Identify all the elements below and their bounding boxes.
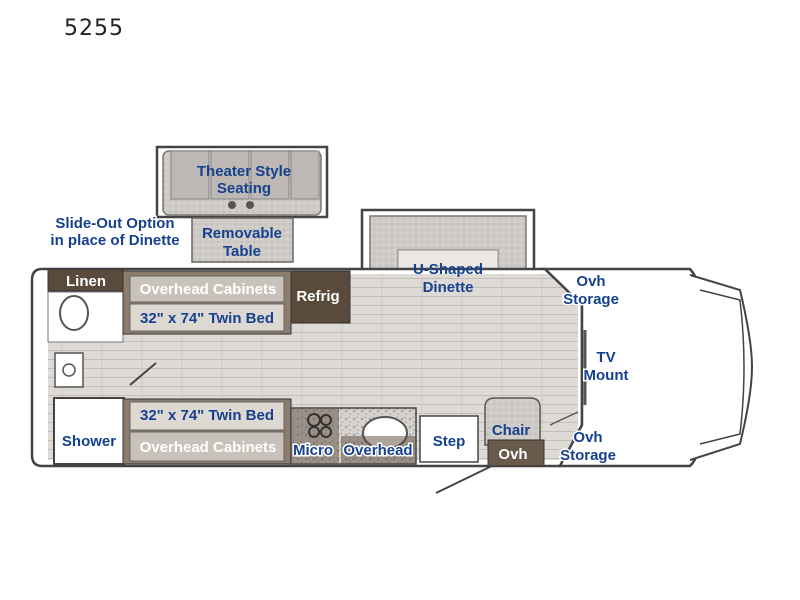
label-overhead-top: Overhead Cabinets: [140, 281, 277, 298]
model-number: 5255: [64, 16, 124, 41]
kitchen: [290, 407, 417, 465]
label-theater-1: Theater Style: [197, 163, 291, 180]
bathroom: [47, 291, 157, 465]
twin-bed-bottom-area: [122, 398, 292, 465]
label-step: Step: [433, 433, 466, 450]
label-ovh-chair: Ovh: [498, 446, 527, 463]
label-overhead-kitchen: Overhead: [343, 442, 412, 459]
refrigerator: [290, 270, 351, 324]
label-tv-1: TV: [596, 349, 615, 366]
label-twin-bed-bottom: 32" x 74" Twin Bed: [140, 407, 274, 424]
label-dinette-1: U-Shaped: [413, 261, 483, 278]
label-ovh-storage-top-2: Storage: [563, 291, 619, 308]
cab-front: [541, 267, 754, 468]
label-slideout-1: Slide-Out Option: [55, 215, 174, 232]
label-linen: Linen: [66, 273, 106, 290]
label-slideout-2: in place of Dinette: [50, 232, 179, 249]
entry-step: [419, 415, 499, 494]
label-tv-2: Mount: [584, 367, 629, 384]
label-overhead-bottom: Overhead Cabinets: [140, 439, 277, 456]
label-micro: Micro: [293, 442, 333, 459]
label-shower: Shower: [62, 433, 116, 450]
label-theater-2: Seating: [217, 180, 271, 197]
theater-slideout: [155, 145, 329, 263]
label-ovh-storage-bottom-1: Ovh: [573, 429, 602, 446]
label-chair: Chair: [492, 422, 531, 439]
label-refrig: Refrig: [296, 288, 339, 305]
passenger-chair: [484, 397, 579, 467]
label-ovh-storage-bottom-2: Storage: [560, 447, 616, 464]
label-removable-2: Table: [223, 243, 261, 260]
label-removable-1: Removable: [202, 225, 282, 242]
label-ovh-storage-top-1: Ovh: [576, 273, 605, 290]
label-dinette-2: Dinette: [423, 279, 474, 296]
label-twin-bed-top: 32" x 74" Twin Bed: [140, 310, 274, 327]
twin-bed-top-area: [122, 270, 292, 335]
